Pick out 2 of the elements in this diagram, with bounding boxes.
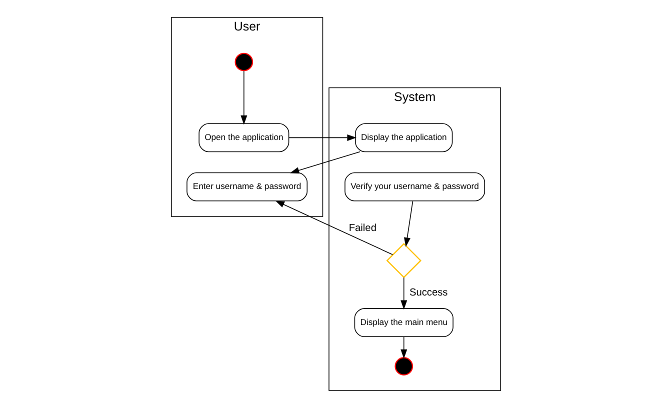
edge-label: Failed — [348, 222, 376, 234]
edge-label: Success — [408, 288, 448, 299]
